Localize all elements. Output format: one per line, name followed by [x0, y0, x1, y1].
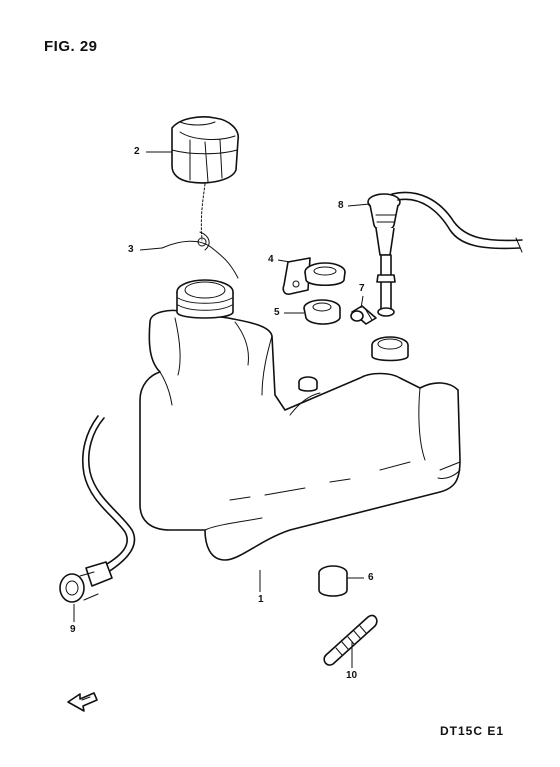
- grommet-bracket: [282, 257, 346, 295]
- fuel-cap: [171, 116, 240, 184]
- front-arrow-icon: [67, 692, 98, 712]
- fuel-pickup: [367, 191, 523, 317]
- fuel-connector: [59, 415, 136, 603]
- callout-5: 5: [274, 307, 280, 318]
- model-code: DT15C E1: [440, 724, 505, 738]
- callout-9: 9: [70, 624, 76, 635]
- grommet: [303, 299, 341, 325]
- callout-4: 4: [268, 254, 274, 265]
- screw: [350, 305, 377, 325]
- cap-chain: [197, 183, 207, 247]
- callout-7: 7: [359, 283, 365, 294]
- coil-spring: [323, 614, 378, 666]
- leader-lines: [73, 151, 371, 668]
- callout-6: 6: [368, 572, 374, 583]
- callout-1: 1: [258, 594, 264, 605]
- wire-clip: [161, 231, 239, 279]
- callout-3: 3: [128, 244, 134, 255]
- callout-10: 10: [346, 670, 358, 681]
- fuel-tank: [139, 279, 461, 561]
- callout-2: 2: [134, 146, 140, 157]
- callout-8: 8: [338, 200, 344, 211]
- figure-title: FIG. 29: [44, 38, 98, 55]
- plug-cap: [318, 565, 348, 597]
